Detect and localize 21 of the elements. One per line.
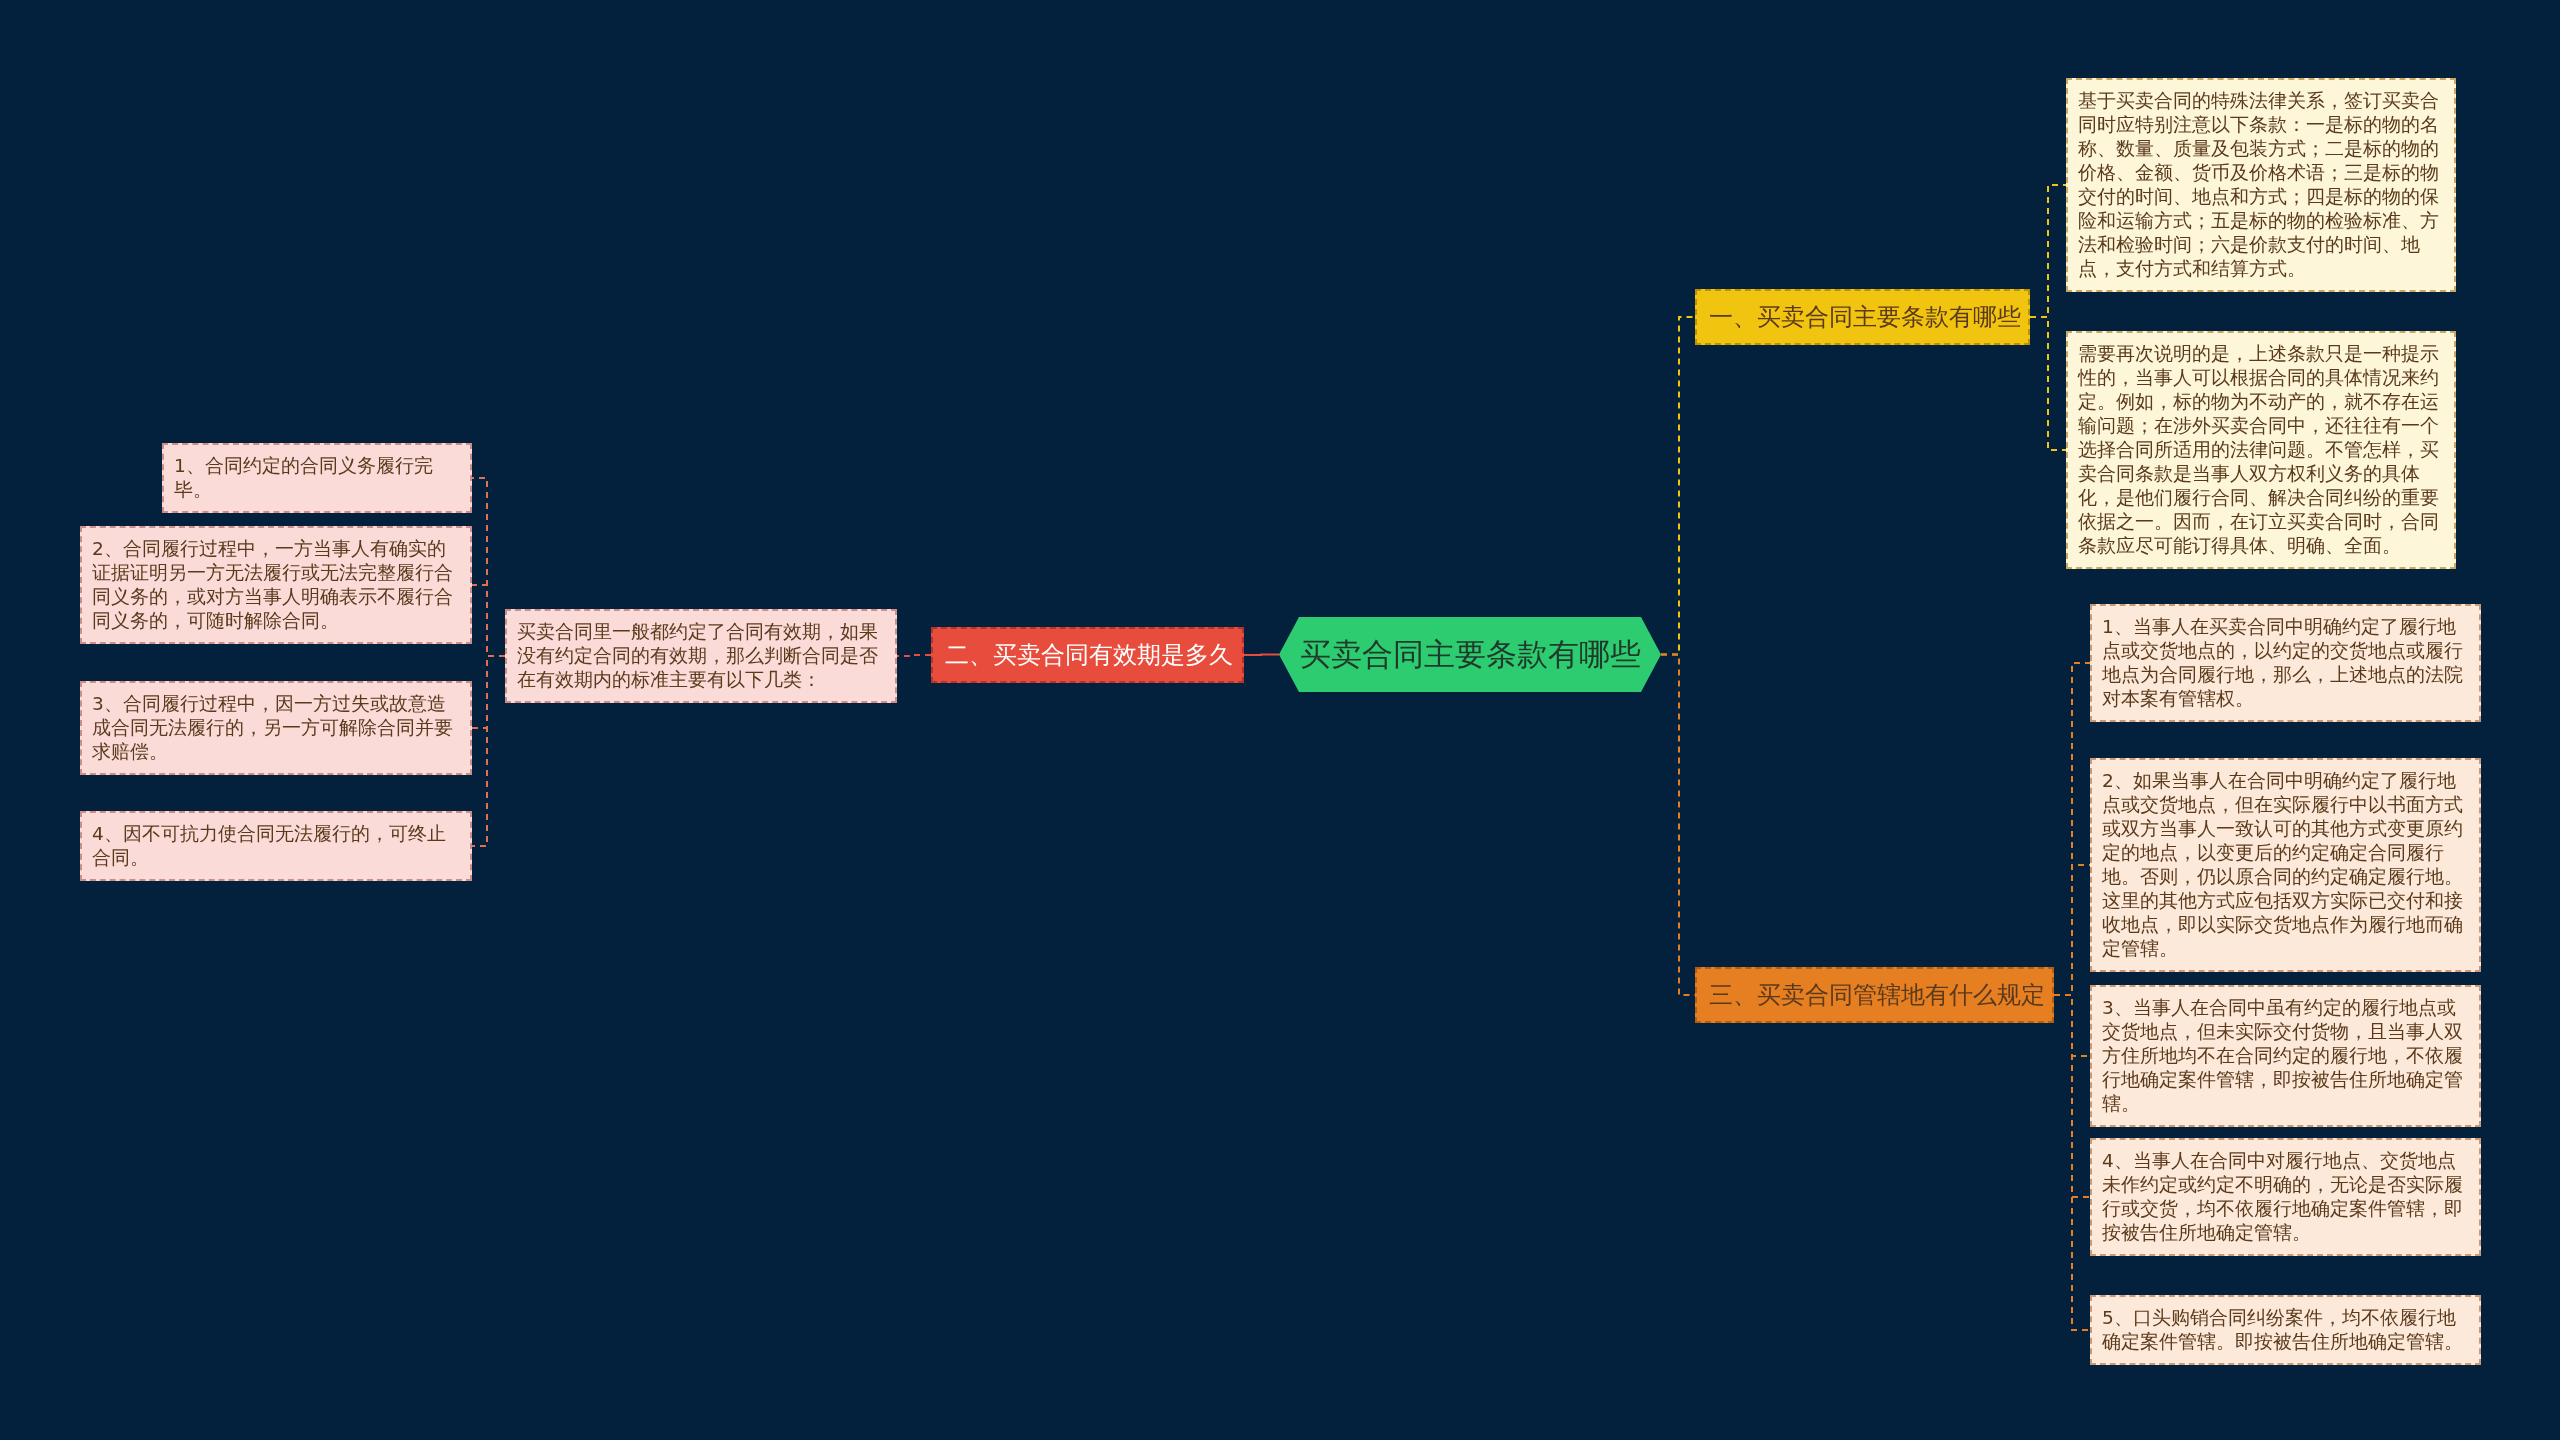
text-box: 1、合同约定的合同义务履行完毕。 [162,443,472,513]
text-box: 3、合同履行过程中，因一方过失或故意造成合同无法履行的，另一方可解除合同并要求赔偿。 [80,681,472,775]
central-topic-hexagon: 买卖合同主要条款有哪些 [1279,617,1661,692]
connector-line [1243,653,1280,656]
topic-box: 一、买卖合同主要条款有哪些 [1695,289,2030,345]
text-box: 3、当事人在合同中虽有约定的履行地点或交货地点，但未实际交付货物，且当事人双方住所地均不在合同约定的履行地，不依履行地确定案件管辖，即按被告住所地确定管辖。 [2090,985,2481,1127]
text-box: 2、合同履行过程中，一方当事人有确实的证据证明另一方无法履行或无法完整履行合同义务的，或对方当事人明确表示不履行合同义务的，可随时解除合同。 [80,526,472,644]
topic-box: 二、买卖合同有效期是多久 [931,627,1244,683]
connector-line [2053,994,2091,1331]
text-box: 1、当事人在买卖合同中明确约定了履行地点或交货地点的，以约定的交货地点或履行地点为合同履行地，那么，上述地点的法院对本案有管辖权。 [2090,604,2481,722]
text-box: 4、因不可抗力使合同无法履行的，可终止合同。 [80,811,472,881]
text-box: 需要再次说明的是，上述条款只是一种提示性的，当事人可以根据合同的具体情况来约定。例如，标的物为不动产的，就不存在运输问题；在涉外买卖合同中，还往往有一个选择合同所适用的法律问题。不管怎样，买卖合同条款是当事人双方权利义务的具体化，是他们履行合同、解决合同纠纷的重要依据之一。因而，在订立买卖合同时，合同条款应尽可能订得具体、明确、全面。 [2066,331,2456,569]
text-box: 基于买卖合同的特殊法律关系，签订买卖合同时应特别注意以下条款：一是标的物的名称、数量、质量及包装方式；二是标的物的价格、金额、货币及价格术语；三是标的物交付的时间、地点和方式；四是标的物的保险和运输方式；五是标的物的检验标准、方法和检验时间；六是价款支付的时间、地点，支付方式和结算方式。 [2066,78,2456,292]
connector-line [471,655,506,847]
text-box: 4、当事人在合同中对履行地点、交货地点未作约定或约定不明确的，无论是否实际履行或交货，均不依履行地确定案件管辖，即按被告住所地确定管辖。 [2090,1138,2481,1256]
connector-line [2029,316,2067,451]
connector-line [896,654,932,657]
text-box: 买卖合同里一般都约定了合同有效期，如果没有约定合同的有效期，那么判断合同是否在有效期内的标准主要有以下几类： [505,609,897,703]
text-box: 5、口头购销合同纠纷案件，均不依履行地确定案件管辖。即按被告住所地确定管辖。 [2090,1295,2481,1365]
topic-box: 三、买卖合同管辖地有什么规定 [1695,967,2054,1023]
text-box: 2、如果当事人在合同中明确约定了履行地点或交货地点，但在实际履行中以书面方式或双方当事人一致认可的其他方式变更原约定的地点，以变更后的约定确定合同履行地。否则，仍以原合同的约定确定履行地。这里的其他方式应包括双方实际已交付和接收地点，即以实际交货地点作为履行地而确定管辖。 [2090,758,2481,972]
